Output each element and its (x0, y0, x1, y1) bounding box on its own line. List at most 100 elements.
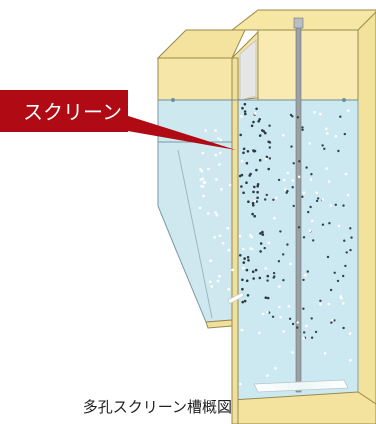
particle-light (200, 169, 204, 173)
particle-light (213, 236, 216, 239)
particle-light (202, 194, 205, 198)
particle-light (282, 330, 286, 333)
particle-dark (272, 198, 275, 201)
particle-dark (252, 277, 255, 280)
particle-light (346, 193, 350, 197)
particle-light (347, 109, 350, 112)
particle-dark (277, 260, 281, 263)
particle-light (296, 321, 299, 324)
particle-dark (349, 248, 352, 252)
particle-dark (252, 120, 255, 124)
particle-dark (264, 198, 267, 201)
particle-light (326, 132, 329, 135)
particle-dark (321, 223, 325, 226)
particle-dark (261, 230, 264, 234)
particle-dark (282, 253, 285, 256)
particle-light (325, 167, 329, 170)
particle-dark (343, 132, 346, 136)
particle-light (308, 229, 312, 233)
particle-light (348, 332, 352, 335)
particle-light (221, 241, 225, 245)
particle-dark (255, 107, 258, 111)
particle-dark (251, 201, 255, 205)
mixer-paddle (253, 379, 349, 393)
particle-dark (309, 205, 312, 209)
particle-light (214, 211, 217, 214)
particle-dark (256, 196, 259, 200)
particle-dark (245, 268, 249, 272)
particle-dark (292, 162, 295, 165)
particle-dark (239, 133, 242, 137)
particle-light (216, 279, 220, 283)
particle-dark (298, 160, 301, 163)
particle-light (266, 374, 269, 377)
particle-light (218, 274, 221, 278)
particle-dark (256, 183, 260, 186)
particle-dark (343, 239, 346, 242)
particle-dark (259, 232, 262, 235)
particle-dark (273, 275, 276, 278)
particle-light (273, 216, 276, 220)
particle-dark (330, 321, 333, 324)
particle-light (313, 110, 316, 114)
particle-dark (291, 115, 294, 118)
particle-dark (247, 200, 250, 203)
particle-light (321, 198, 324, 201)
particle-dark (296, 326, 299, 329)
particle-dark (337, 149, 340, 153)
particle-dark (272, 271, 276, 275)
particle-light (272, 388, 275, 391)
particle-dark (246, 294, 250, 297)
particle-dark (242, 191, 245, 195)
particle-light (201, 185, 205, 188)
particle-dark (255, 168, 258, 172)
particle-dark (271, 315, 275, 318)
particle-light (309, 178, 313, 181)
particle-dark (241, 300, 244, 304)
particle-dark (307, 210, 310, 214)
particle-dark (291, 322, 295, 326)
particle-dark (264, 296, 268, 300)
particle-light (291, 179, 295, 182)
particle-dark (306, 270, 309, 273)
particle-light (289, 262, 292, 266)
callout-pointer (122, 114, 236, 150)
particle-dark (242, 151, 245, 155)
particle-dark (268, 157, 272, 160)
particle-dark (258, 276, 262, 280)
particle-dark (314, 330, 318, 334)
particle-dark (277, 178, 281, 182)
particle-light (201, 151, 205, 155)
main-tank-right-wall (357, 11, 376, 424)
hopper-edge (177, 149, 213, 319)
particle-dark (291, 186, 294, 189)
particle-dark (242, 261, 246, 264)
particle-light (219, 138, 223, 142)
main-tank-top-frame (230, 9, 376, 31)
particle-light (333, 384, 336, 388)
particle-dark (286, 189, 289, 193)
particle-dark (246, 150, 250, 153)
particle-light (278, 285, 281, 288)
particle-dark (303, 331, 306, 334)
particle-light (327, 180, 331, 183)
particle-dark (315, 199, 319, 203)
callout-label: スクリーン (23, 100, 122, 124)
particle-light (217, 137, 220, 140)
particle-dark (342, 204, 345, 207)
particle-dark (301, 195, 304, 198)
particle-dark (342, 326, 345, 330)
particle-dark (251, 212, 254, 216)
screen-grey-band (239, 38, 257, 101)
particle-dark (326, 255, 330, 259)
inlet-tank-top-frame (156, 29, 246, 59)
particle-light (329, 204, 333, 207)
particle-dark (288, 317, 292, 320)
particle-dark (329, 288, 333, 292)
level-marker-left (171, 98, 175, 102)
particle-dark (256, 190, 259, 194)
particle-dark (248, 174, 251, 177)
particle-light (282, 134, 285, 137)
mixer-shaft-icon (253, 17, 349, 393)
particle-light (297, 175, 301, 179)
